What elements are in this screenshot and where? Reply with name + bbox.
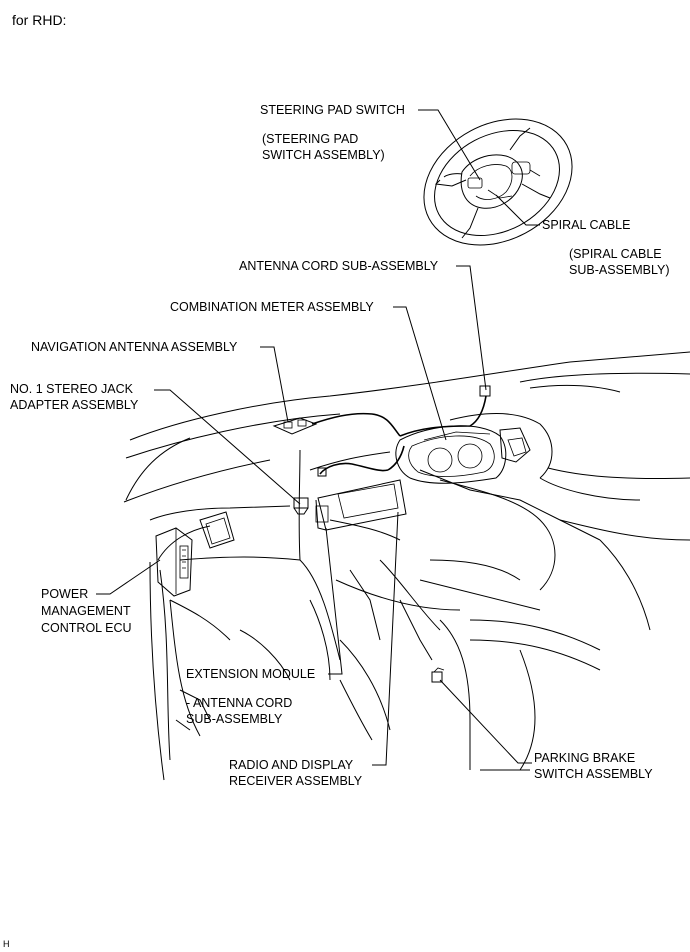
footer-code: H — [3, 939, 10, 949]
label-antenna-cord-sub-assembly: ANTENNA CORD SUB-ASSEMBLY — [239, 259, 439, 273]
label-steering-pad-switch-assembly-line2: SWITCH ASSEMBLY) — [262, 148, 385, 162]
parking-brake-switch — [431, 667, 445, 683]
label-power-management-line3: CONTROL ECU — [41, 621, 132, 635]
label-steering-pad-switch-assembly-line1: (STEERING PAD — [262, 132, 359, 146]
label-spiral-cable: SPIRAL CABLE — [542, 218, 631, 232]
label-power-management-line1: POWER — [41, 587, 89, 601]
label-steering-pad-switch: STEERING PAD SWITCH — [260, 103, 405, 117]
label-radio-display-line2: RECEIVER ASSEMBLY — [229, 774, 363, 788]
label-spiral-cable-sub-line1: (SPIRAL CABLE — [569, 247, 662, 261]
label-antenna-cord-2-line1: - ANTENNA CORD — [186, 696, 293, 710]
steering-wheel — [423, 118, 573, 246]
label-spiral-cable-sub-line2: SUB-ASSEMBLY) — [569, 263, 670, 277]
stereo-jack-adapter — [293, 497, 309, 515]
label-extension-module: EXTENSION MODULE — [186, 667, 316, 681]
label-stereo-jack-line2: ADAPTER ASSEMBLY — [10, 398, 139, 412]
combination-meter — [395, 425, 507, 484]
diagram-title: for RHD: — [12, 12, 67, 28]
navigation-antenna — [272, 385, 491, 437]
label-radio-display-line1: RADIO AND DISPLAY — [229, 758, 354, 772]
radio-display-receiver — [315, 445, 407, 531]
label-stereo-jack-line1: NO. 1 STEREO JACK — [10, 382, 133, 396]
label-combination-meter-assembly: COMBINATION METER ASSEMBLY — [170, 300, 374, 314]
label-antenna-cord-2-line2: SUB-ASSEMBLY — [186, 712, 283, 726]
label-parking-brake-line1: PARKING BRAKE — [534, 751, 636, 765]
power-management-ecu — [155, 527, 193, 597]
label-navigation-antenna-assembly: NAVIGATION ANTENNA ASSEMBLY — [31, 340, 238, 354]
label-parking-brake-line2: SWITCH ASSEMBLY — [534, 767, 653, 781]
label-power-management-line2: MANAGEMENT — [41, 604, 131, 618]
leader-lines — [96, 109, 540, 766]
dashboard-body — [123, 351, 690, 781]
